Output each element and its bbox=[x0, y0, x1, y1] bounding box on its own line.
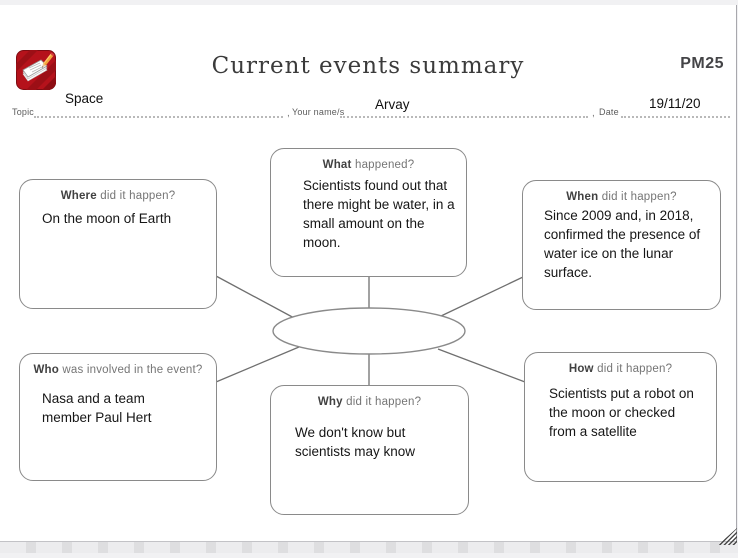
date-label: Date bbox=[599, 107, 619, 117]
who-box[interactable]: Who was involved in the event? Nasa and … bbox=[19, 353, 217, 481]
who-question: Who was involved in the event? bbox=[33, 364, 203, 376]
why-question: Why did it happen? bbox=[317, 396, 422, 408]
topic-line bbox=[34, 115, 283, 118]
date-value[interactable]: 19/11/20 bbox=[647, 96, 703, 111]
page-title: Current events summary bbox=[211, 53, 525, 79]
topic-value[interactable]: Space bbox=[65, 91, 104, 106]
who-answer[interactable]: Nasa and a team member Paul Hert bbox=[42, 391, 152, 425]
canvas-bottom-strip bbox=[0, 542, 738, 553]
why-box[interactable]: Why did it happen? We don't know but sci… bbox=[270, 385, 469, 515]
what-box[interactable]: What happened? Scientists found out that… bbox=[270, 148, 467, 277]
diagram-connectors bbox=[215, 275, 526, 385]
what-question: What happened? bbox=[322, 159, 415, 171]
how-box[interactable]: How did it happen? Scientists put a robo… bbox=[524, 352, 717, 482]
where-question: Where did it happen? bbox=[60, 190, 176, 202]
when-answer[interactable]: Since 2009 and, in 2018, confirmed the p… bbox=[544, 208, 701, 280]
how-answer[interactable]: Scientists put a robot on the moon or ch… bbox=[549, 386, 694, 439]
worksheet-page: Current events summary PM25 Topic Space … bbox=[0, 5, 737, 542]
where-answer[interactable]: On the moon of Earth bbox=[42, 211, 172, 226]
when-question: When did it happen? bbox=[566, 191, 677, 203]
date-line bbox=[621, 115, 730, 118]
worksheet-code: PM25 bbox=[680, 55, 724, 72]
name-value[interactable]: Arvay bbox=[375, 97, 410, 112]
why-answer[interactable]: We don't know but scientists may know bbox=[295, 425, 416, 459]
notepad-pencil-icon bbox=[16, 50, 56, 90]
name-label: Your name/s bbox=[292, 107, 345, 117]
when-box[interactable]: When did it happen? Since 2009 and, in 2… bbox=[522, 180, 721, 310]
center-topic-oval[interactable] bbox=[272, 307, 466, 355]
where-box[interactable]: Where did it happen? On the moon of Eart… bbox=[19, 179, 217, 309]
what-answer[interactable]: Scientists found out that there might be… bbox=[303, 178, 455, 250]
field-separator: , bbox=[592, 108, 595, 119]
topic-label: Topic bbox=[12, 107, 35, 117]
name-line bbox=[340, 115, 588, 118]
how-question: How did it happen? bbox=[568, 363, 673, 375]
field-separator: , bbox=[287, 108, 290, 119]
